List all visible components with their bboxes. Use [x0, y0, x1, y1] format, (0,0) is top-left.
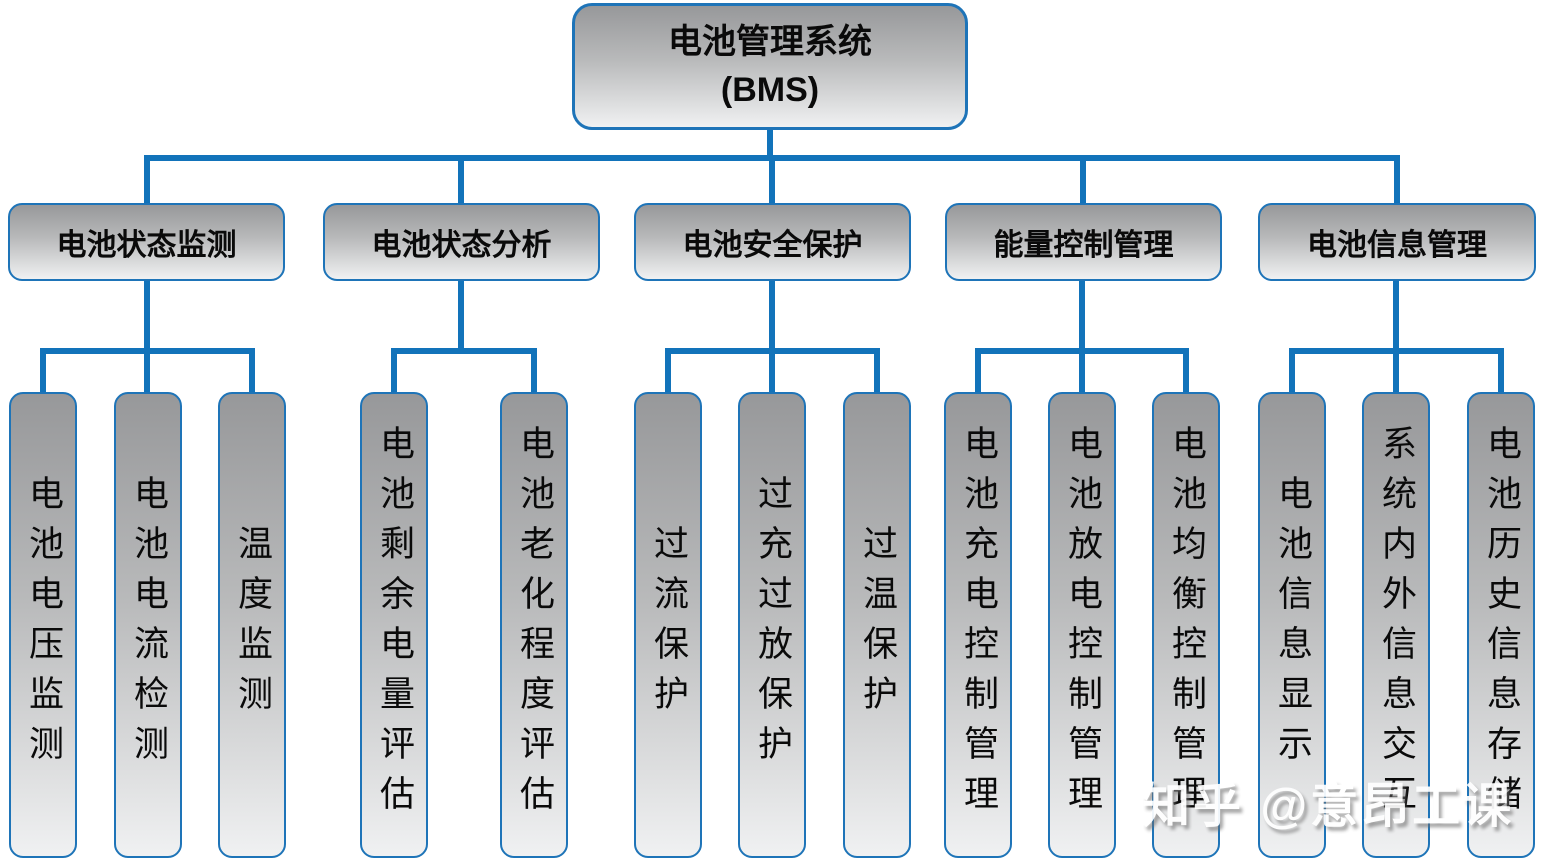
- connector-root-stem: [767, 130, 773, 161]
- leaf-history-info-storage: 电池历史信息存储: [1467, 392, 1535, 858]
- leaf-label: 电池充电控制管理: [959, 425, 998, 825]
- leaf-label: 系统内外信息交互: [1377, 425, 1416, 825]
- leaf-temperature-monitoring: 温度监测: [218, 392, 286, 858]
- branch-label: 电池信息管理: [1307, 229, 1487, 262]
- watermark-zhihu: 知乎 @意昂工课: [1142, 780, 1515, 833]
- connector-group3-child1: [665, 348, 671, 392]
- leaf-label: 过流保护: [649, 525, 688, 725]
- connector-group4-stem: [1079, 281, 1085, 392]
- leaf-current-detection: 电池电流检测: [114, 392, 182, 858]
- connector-group4-child1: [975, 348, 981, 392]
- connector-group4-child3: [1183, 348, 1189, 392]
- connector-drop-group1: [144, 155, 150, 203]
- branch-battery-status-monitoring: 电池状态监测: [8, 203, 285, 281]
- leaf-label: 电池剩余电量评估: [375, 425, 414, 825]
- leaf-label: 电池放电控制管理: [1063, 425, 1102, 825]
- leaf-label: 电池电压监测: [24, 475, 63, 775]
- root-node-bms: 电池管理系统 (BMS): [572, 3, 968, 130]
- leaf-aging-degree-estimation: 电池老化程度评估: [500, 392, 568, 858]
- branch-battery-status-analysis: 电池状态分析: [323, 203, 600, 281]
- connector-group2-child1: [391, 348, 397, 392]
- leaf-overtemperature-protection: 过温保护: [843, 392, 911, 858]
- branch-battery-safety-protection: 电池安全保护: [634, 203, 911, 281]
- leaf-overcurrent-protection: 过流保护: [634, 392, 702, 858]
- leaf-label: 电池均衡控制管理: [1167, 425, 1206, 825]
- connector-group2-stem: [458, 281, 464, 354]
- branch-label: 电池安全保护: [682, 229, 863, 262]
- leaf-label: 电池老化程度评估: [515, 425, 554, 825]
- connector-group3-bar: [668, 348, 877, 354]
- leaf-label: 电池信息显示: [1273, 475, 1312, 775]
- connector-drop-group2: [458, 155, 464, 203]
- branch-label: 电池状态分析: [371, 229, 552, 262]
- leaf-balancing-control-management: 电池均衡控制管理: [1152, 392, 1220, 858]
- connector-group2-child2: [531, 348, 537, 392]
- leaf-label: 电池电流检测: [129, 475, 168, 775]
- branch-battery-info-management: 电池信息管理: [1258, 203, 1536, 281]
- branch-label: 电池状态监测: [56, 229, 237, 262]
- connector-group5-bar: [1292, 348, 1501, 354]
- leaf-voltage-monitoring: 电池电压监测: [9, 392, 77, 858]
- connector-drop-group5: [1394, 155, 1400, 203]
- connector-drop-group4: [1080, 155, 1086, 203]
- connector-group5-child3: [1498, 348, 1504, 392]
- connector-group5-child1: [1289, 348, 1295, 392]
- leaf-label: 温度监测: [233, 525, 272, 725]
- connector-group2-bar: [394, 348, 534, 354]
- connector-group1-child1: [40, 348, 46, 392]
- connector-group1-child3: [249, 348, 255, 392]
- branch-label: 能量控制管理: [993, 229, 1174, 262]
- connector-group3-stem: [769, 281, 775, 392]
- leaf-charge-control-management: 电池充电控制管理: [944, 392, 1012, 858]
- leaf-overcharge-overdischarge-protection: 过充过放保护: [738, 392, 806, 858]
- connector-group3-child3: [874, 348, 880, 392]
- leaf-label: 电池历史信息存储: [1482, 425, 1521, 825]
- branch-energy-control-management: 能量控制管理: [945, 203, 1222, 281]
- connector-group1-bar: [43, 348, 252, 354]
- connector-group1-stem: [144, 281, 150, 392]
- connector-group4-bar: [978, 348, 1186, 354]
- leaf-label: 过充过放保护: [753, 475, 792, 775]
- leaf-internal-external-info-exchange: 系统内外信息交互: [1362, 392, 1430, 858]
- root-title-line1: 电池管理系统: [668, 22, 872, 61]
- leaf-remaining-capacity-estimation: 电池剩余电量评估: [360, 392, 428, 858]
- root-title-line2: (BMS): [720, 70, 820, 109]
- leaf-label: 过温保护: [858, 525, 897, 725]
- connector-group5-stem: [1393, 281, 1399, 392]
- leaf-battery-info-display: 电池信息显示: [1258, 392, 1326, 858]
- leaf-discharge-control-management: 电池放电控制管理: [1048, 392, 1116, 858]
- connector-drop-group3: [769, 155, 775, 203]
